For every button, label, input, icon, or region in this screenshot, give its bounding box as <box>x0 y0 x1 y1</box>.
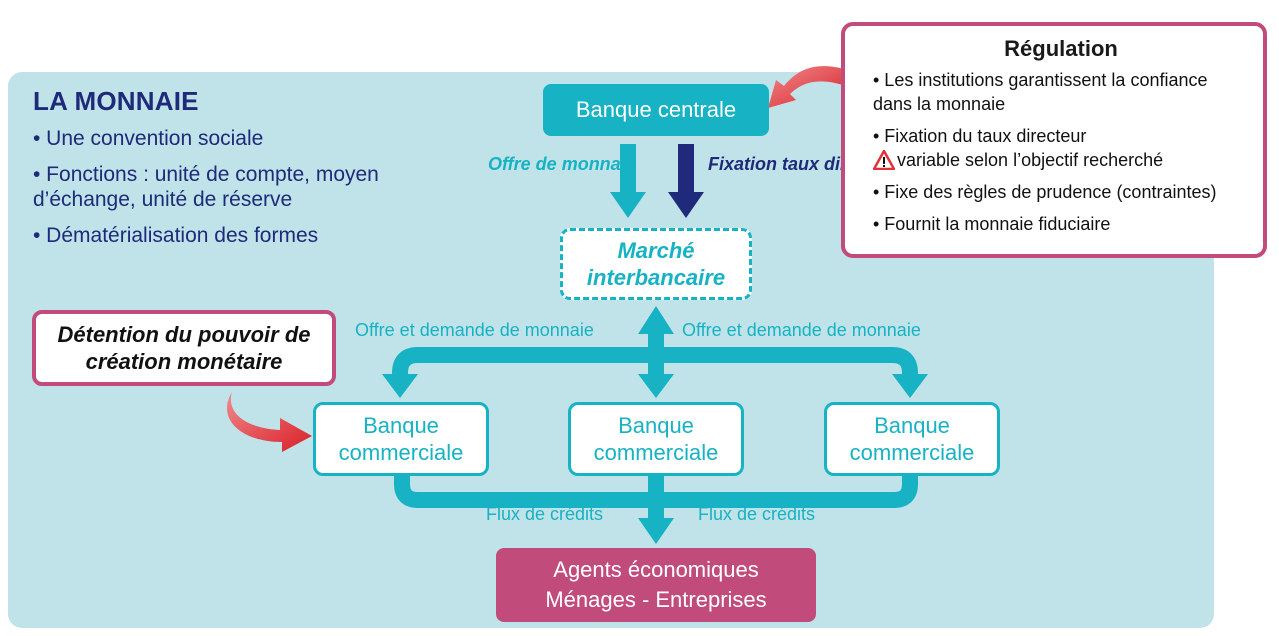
key-rate-label: Fixation taux directeur <box>708 154 902 174</box>
central-bank-box: Banque centrale <box>543 84 769 136</box>
agents-line-2: Ménages - Entreprises <box>545 587 767 612</box>
supply-demand-left-label: Offre et demande de monnaie <box>355 320 594 340</box>
money-supply-label: Offre de monnaie <box>488 154 636 174</box>
supply-demand-right-label: Offre et demande de monnaie <box>682 320 921 340</box>
credit-flow-arrows <box>394 476 918 520</box>
regulation-red-arrow <box>768 66 848 108</box>
economic-agents-box: Agents économiques Ménages - Entreprises <box>496 548 816 622</box>
key-rate-arrow <box>668 144 704 218</box>
creation-red-arrow <box>227 392 312 452</box>
intro-item: • Fonctions : unité de compte, moyen d’é… <box>33 163 379 211</box>
page-title: LA MONNAIE <box>33 86 199 116</box>
credit-flow-arrowhead <box>638 518 674 544</box>
interbank-market-box: Marché interbancaire <box>560 228 752 300</box>
agents-line-1: Agents économiques <box>553 557 759 582</box>
regulation-box: Régulation • Les institutions garantisse… <box>841 22 1267 258</box>
regulation-item: • Fixation du taux directeur variable se… <box>873 124 1249 172</box>
credit-flow-left-label: Flux de crédits <box>486 504 604 524</box>
intro-item: • Une convention sociale <box>33 127 264 150</box>
regulation-item: • Les institutions garantissent la confi… <box>873 70 1208 114</box>
warning-text: variable selon l’objectif recherché <box>897 150 1164 170</box>
warning-icon <box>873 150 895 170</box>
regulation-list: • Les institutions garantissent la confi… <box>873 68 1249 236</box>
intro-item: • Dématérialisation des formes <box>33 224 319 247</box>
interbank-arrowheads <box>382 306 928 398</box>
regulation-item: • Fixe des règles de prudence (contraint… <box>873 182 1217 202</box>
money-supply-arrow <box>610 144 646 218</box>
commercial-bank-box: Banque commerciale <box>568 402 744 476</box>
regulation-title: Régulation <box>1004 36 1118 61</box>
commercial-bank-box: Banque commerciale <box>824 402 1000 476</box>
regulation-item-text: • Fixation du taux directeur <box>873 126 1087 146</box>
regulation-item: • Fournit la monnaie fiduciaire <box>873 214 1111 234</box>
intro-list: • Une convention sociale • Fonctions : u… <box>33 126 453 259</box>
commercial-bank-box: Banque commerciale <box>313 402 489 476</box>
monetary-creation-box: Détention du pouvoir de création monétai… <box>32 310 336 386</box>
regulation-warning-line: variable selon l’objectif recherché <box>873 148 1249 172</box>
credit-flow-right-label: Flux de crédits <box>698 504 816 524</box>
